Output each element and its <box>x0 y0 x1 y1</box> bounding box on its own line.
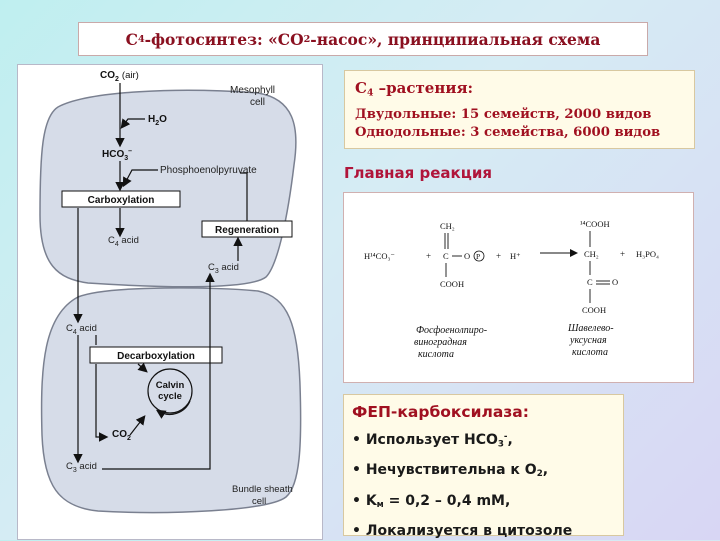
rx-o-right: O <box>612 277 618 287</box>
c4-pathway-diagram: CO2(air) Mesophyll cell H2O HCO3– Phosph… <box>17 64 323 540</box>
c4-plants-box: C4 –растения: Двудольные: 15 семейств, 2… <box>344 70 695 149</box>
calvin-cycle-circle <box>147 368 193 414</box>
rx-cooh-bottom: COOH <box>582 305 606 315</box>
decarboxylation-label: Decarboxylation <box>117 351 195 362</box>
pep-name-3: кислота <box>418 349 454 360</box>
co2-air-label: CO2(air) <box>100 70 139 83</box>
pep-name-2: виноградная <box>414 337 467 348</box>
rx-ch2-right: CH₂ <box>584 249 599 259</box>
carboxylation-label: Carboxylation <box>88 195 155 206</box>
rx-hplus: H⁺ <box>510 251 521 261</box>
enzyme-item-4: • Локализуется в цитозоле <box>352 522 573 539</box>
pathway-arrows <box>73 83 248 470</box>
phosphate-circle <box>473 250 485 262</box>
rx-plus-1: + <box>426 251 431 261</box>
rx-plus-3: + <box>620 249 625 259</box>
rx-plus-2: + <box>496 251 501 261</box>
decarboxylation-box <box>89 346 223 364</box>
oaa-name-1: Шавелево- <box>567 323 614 334</box>
rx-o: O <box>464 251 470 261</box>
monocots-line: Однодольные: 3 семейства, 6000 видов <box>355 125 661 141</box>
c4-plants-heading: C4 –растения: <box>355 79 474 99</box>
enzyme-heading: ФЕП-карбоксилаза: <box>352 403 529 421</box>
co2-label-2: CO2 <box>112 429 131 442</box>
bundle-label-2: cell <box>252 496 266 507</box>
oaa-name-3: кислота <box>572 347 608 358</box>
enzyme-item-1: • Использует HCO3-, <box>352 432 513 450</box>
rx-hco3: H¹⁴CO₃⁻ <box>364 251 395 261</box>
pep-label: Phosphoenolpyruvate <box>160 165 257 176</box>
bundle-sheath-cell <box>40 287 302 514</box>
pep-carboxylase-box: ФЕП-карбоксилаза: • Использует HCO3-, • … <box>343 394 624 539</box>
rx-p: P <box>476 252 480 261</box>
pathway-svg: CO2(air) Mesophyll cell H2O HCO3– Phosph… <box>39 70 302 514</box>
calvin-label-1: Calvin <box>156 380 185 391</box>
rx-c-right: C <box>587 277 593 287</box>
rx-ch2: CH₂ <box>440 221 455 231</box>
h2o-label: H2O <box>148 114 167 127</box>
main-reaction-label: Главная реакция <box>344 164 492 182</box>
rx-h3po4: H₃PO₄ <box>636 249 659 259</box>
calvin-label-2: cycle <box>158 391 182 402</box>
regeneration-label: Regeneration <box>215 225 279 236</box>
oaa-name-2: уксусная <box>569 335 607 346</box>
reaction-svg: H¹⁴CO₃⁻ + CH₂ C O P COOH + H⁺ ¹⁴COOH CH₂… <box>364 219 659 360</box>
enzyme-item-2: • Нечувствительна к O2, <box>352 462 549 480</box>
bundle-label-1: Bundle sheath <box>232 484 293 495</box>
pep-name-1: Фосфоенолпиро- <box>416 325 487 336</box>
mesophyll-cell <box>39 89 297 288</box>
mesophyll-label-1: Mesophyll <box>230 85 275 96</box>
hco3-label: HCO3– <box>102 148 132 162</box>
rx-cooh-1: COOH <box>440 279 464 289</box>
mesophyll-label-2: cell <box>250 97 265 108</box>
rx-c: C <box>443 251 449 261</box>
dicots-line: Двудольные: 15 семейств, 2000 видов <box>355 107 652 123</box>
enzyme-item-3: • Kм = 0,2 – 0,4 mM, <box>352 492 511 510</box>
reaction-box: H¹⁴CO₃⁻ + CH₂ C O P COOH + H⁺ ¹⁴COOH CH₂… <box>343 192 694 383</box>
rx-cooh-top: ¹⁴COOH <box>580 219 610 229</box>
